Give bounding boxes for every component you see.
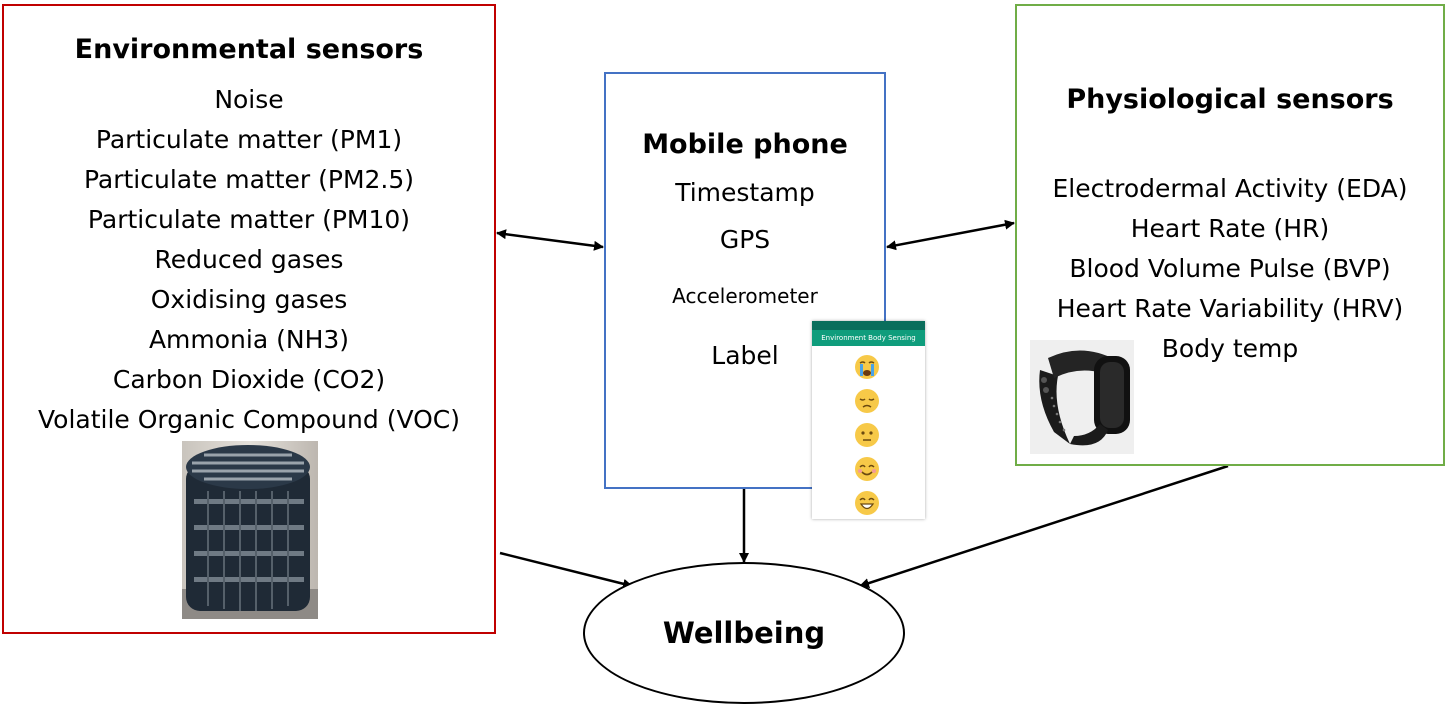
arrow-env-wellbeing [499, 551, 633, 589]
wellbeing-label: Wellbeing [662, 616, 826, 650]
arrow-env-phone [496, 229, 604, 251]
mobile-title: Mobile phone [642, 129, 848, 160]
environmental-title: Environmental sensors [74, 34, 424, 65]
phys-item-body-temp: Body temp [1161, 334, 1299, 363]
smiling-emoji-icon [855, 457, 879, 481]
crying-emoji-icon [855, 355, 879, 379]
phys-item-hr: Heart Rate (HR) [1130, 214, 1330, 243]
app-status-bar [812, 321, 925, 330]
env-item-co2: Carbon Dioxide (CO2) [112, 365, 386, 394]
env-item-ammonia: Ammonia (NH3) [148, 325, 350, 354]
environmental-sensors-box: Environmental sensors Noise Particulate … [2, 4, 496, 634]
app-title: Environment Body Sensing [812, 330, 925, 346]
grinning-emoji-icon [855, 491, 879, 515]
mobile-item-label: Label [711, 341, 779, 370]
mobile-item-timestamp: Timestamp [675, 178, 815, 207]
env-item-pm25: Particulate matter (PM2.5) [83, 165, 415, 194]
env-item-reduced-gases: Reduced gases [154, 245, 344, 274]
neutral-emoji-icon [855, 423, 879, 447]
arrow-phys-wellbeing [859, 464, 1229, 588]
phys-item-eda: Electrodermal Activity (EDA) [1052, 174, 1408, 203]
wristband-photo [1030, 340, 1134, 454]
app-screenshot: Environment Body Sensing [812, 321, 925, 519]
phys-item-bvp: Blood Volume Pulse (BVP) [1069, 254, 1391, 283]
env-item-oxidising-gases: Oxidising gases [150, 285, 348, 314]
wellbeing-ellipse: Wellbeing [583, 562, 905, 704]
sad-emoji-icon [855, 389, 879, 413]
env-item-voc: Volatile Organic Compound (VOC) [37, 405, 460, 434]
mobile-item-accelerometer: Accelerometer [672, 284, 818, 308]
env-item-pm1: Particulate matter (PM1) [95, 125, 403, 154]
env-item-noise: Noise [214, 85, 284, 114]
env-item-pm10: Particulate matter (PM10) [87, 205, 411, 234]
phys-item-hrv: Heart Rate Variability (HRV) [1056, 294, 1404, 323]
arrow-phone-phys [886, 219, 1015, 251]
physiological-title: Physiological sensors [1066, 84, 1394, 115]
mobile-item-gps: GPS [719, 225, 771, 254]
sensor-cylinder-photo [182, 441, 318, 619]
